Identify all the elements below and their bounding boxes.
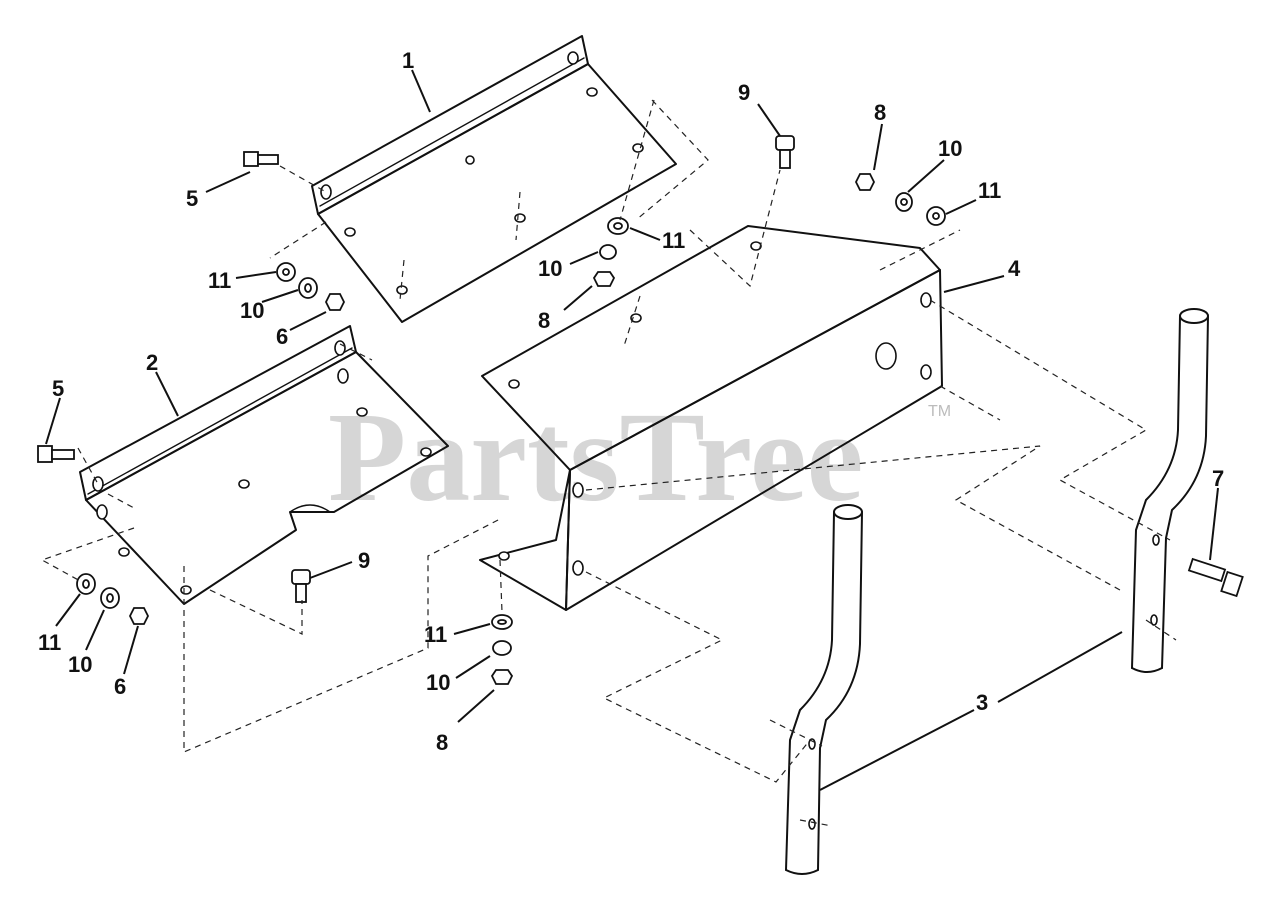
callout-7: 7	[1212, 466, 1224, 491]
callout-10-lower-left: 10	[68, 652, 92, 677]
callout-1: 1	[402, 48, 414, 73]
callout-11-upper-left: 11	[208, 268, 231, 293]
nut-part-8[interactable]	[490, 669, 514, 685]
channel-part-4[interactable]	[479, 225, 943, 611]
callout-11-lower-left: 11	[38, 630, 61, 655]
watermark-trademark: TM	[928, 403, 951, 420]
bolt-part-9-upper[interactable]	[775, 135, 795, 169]
bracket-part-1[interactable]	[311, 35, 677, 323]
nut-part-6[interactable]	[128, 607, 150, 625]
nut-part-6[interactable]	[324, 293, 346, 311]
hardware	[37, 135, 1244, 685]
callout-10-center: 10	[538, 256, 562, 281]
tube-part-3-right[interactable]	[1131, 308, 1209, 673]
callout-10-upper-right: 10	[938, 136, 962, 161]
callout-6-upper: 6	[276, 324, 288, 349]
callout-10-upper-left: 10	[240, 298, 264, 323]
callout-9-upper: 9	[738, 80, 750, 105]
lock-washer-part-10[interactable]	[492, 640, 512, 656]
nut-part-8[interactable]	[592, 271, 616, 287]
callout-2: 2	[146, 350, 158, 375]
bolt-part-9-lower[interactable]	[291, 569, 311, 603]
callout-5-upper: 5	[186, 186, 198, 211]
callout-8-upper-right: 8	[874, 100, 886, 125]
nut-part-8[interactable]	[854, 173, 876, 191]
callout-5-lower: 5	[52, 376, 64, 401]
bolt-part-5-upper[interactable]	[243, 151, 279, 167]
callout-11-upper-right: 11	[978, 178, 1001, 203]
bolt-part-7[interactable]	[1187, 557, 1244, 598]
callout-9-lower: 9	[358, 548, 370, 573]
callout-11-center: 11	[662, 228, 685, 253]
callout-3: 3	[976, 690, 988, 715]
callout-labels: 1 2 3 4 5 5 6 6 7 8 8 8 9 9 10 10 10 10 …	[38, 48, 1224, 755]
lock-washer-part-10[interactable]	[599, 244, 617, 260]
callout-8-lower: 8	[436, 730, 448, 755]
callout-11-lower: 11	[424, 622, 447, 647]
callout-4: 4	[1008, 256, 1021, 281]
bolt-part-5-lower[interactable]	[37, 445, 75, 463]
callout-6-lower: 6	[114, 674, 126, 699]
callout-10-lower: 10	[426, 670, 450, 695]
alignment-lines	[40, 99, 1177, 827]
tube-part-3-left[interactable]	[785, 504, 863, 875]
leader-lines	[45, 69, 1219, 791]
callout-8-center: 8	[538, 308, 550, 333]
